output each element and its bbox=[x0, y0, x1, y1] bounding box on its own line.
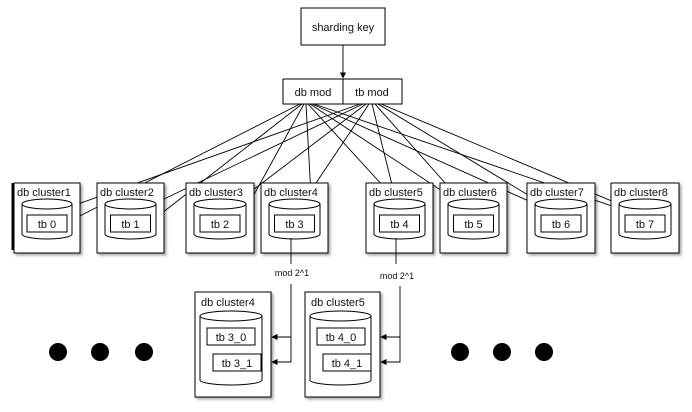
cluster-node-3: db cluster3 tb 2 bbox=[185, 182, 255, 254]
table-box bbox=[322, 353, 372, 372]
db-mod-box bbox=[282, 78, 344, 105]
table-label: tb 3_0 bbox=[216, 332, 247, 344]
table-label: tb 4 bbox=[390, 219, 408, 231]
fanout-edge bbox=[313, 103, 664, 225]
table-label: tb 7 bbox=[636, 219, 654, 231]
cluster-name: db cluster3 bbox=[189, 187, 243, 199]
table-box bbox=[453, 214, 494, 233]
table-label: tb 6 bbox=[552, 219, 570, 231]
table-label: tb 0 bbox=[38, 219, 56, 231]
cluster-name: db cluster2 bbox=[100, 187, 154, 199]
table-box bbox=[540, 214, 582, 233]
cluster-name: db cluster8 bbox=[614, 187, 668, 199]
fanout-edge bbox=[129, 103, 364, 216]
mod-split-left: mod 2^1 bbox=[271, 238, 309, 366]
cluster-name: db cluster7 bbox=[530, 187, 584, 199]
cluster-name: db cluster4 bbox=[201, 297, 255, 309]
table-label: tb 3_1 bbox=[222, 358, 253, 370]
ellipsis-dot bbox=[451, 343, 469, 361]
table-box bbox=[206, 327, 256, 346]
ellipsis-dot bbox=[535, 343, 553, 361]
split-cluster-node-1: db cluster4 tb 3_0tb 3_1 bbox=[194, 291, 272, 398]
table-box bbox=[316, 327, 366, 346]
mod-split-right: mod 2^1 bbox=[380, 238, 414, 366]
tb-mod-box bbox=[342, 78, 403, 105]
mod-node: db mod tb mod bbox=[282, 78, 403, 105]
table-label: tb 5 bbox=[464, 219, 482, 231]
table-label: tb 1 bbox=[121, 219, 139, 231]
cluster-name: db cluster6 bbox=[443, 187, 497, 199]
ellipsis-dot bbox=[493, 343, 511, 361]
ellipsis-dot bbox=[91, 343, 109, 361]
cluster-node-5: db cluster5 tb 4 bbox=[365, 182, 434, 254]
cluster-name: db cluster5 bbox=[311, 297, 365, 309]
mod-label-right: mod 2^1 bbox=[380, 271, 414, 281]
fanout-edge bbox=[380, 103, 646, 216]
ellipsis-left bbox=[49, 343, 153, 361]
table-label: tb 4_0 bbox=[326, 332, 357, 344]
cluster-node-8: db cluster8 tb 7 bbox=[610, 182, 680, 254]
table-box bbox=[379, 214, 420, 233]
cluster-node-1: db cluster1 tb 0 bbox=[13, 182, 81, 254]
fanout-edge bbox=[148, 103, 303, 224]
cluster-name: db cluster1 bbox=[17, 187, 71, 199]
table-label: tb 3 bbox=[285, 219, 303, 231]
table-label: tb 2 bbox=[211, 219, 229, 231]
sharding-key-node: sharding key bbox=[300, 7, 386, 46]
table-box bbox=[274, 214, 315, 233]
cluster-node-4: db cluster4 tb 3 bbox=[260, 182, 329, 254]
cluster-node-6: db cluster6 tb 5 bbox=[439, 182, 508, 254]
sharding-key-label: sharding key bbox=[312, 22, 375, 34]
tb-mod-label: tb mod bbox=[355, 87, 389, 99]
split-cluster-node-2: db cluster5 tb 4_0tb 4_1 bbox=[304, 291, 381, 398]
ellipsis-right bbox=[451, 343, 553, 361]
cluster-node-2: db cluster2 tb 1 bbox=[96, 182, 165, 254]
ellipsis-dot bbox=[49, 343, 67, 361]
table-box bbox=[212, 353, 262, 372]
table-label: tb 4_1 bbox=[332, 358, 363, 370]
split-cluster-row: db cluster4 tb 3_0tb 3_1 db cluster5 tb 4_0… bbox=[194, 291, 381, 398]
table-box bbox=[199, 214, 241, 233]
db-cylinder-icon bbox=[199, 310, 263, 386]
ellipsis-dot bbox=[135, 343, 153, 361]
db-mod-label: db mod bbox=[295, 87, 332, 99]
cluster-name: db cluster5 bbox=[369, 187, 423, 199]
cluster-name: db cluster4 bbox=[264, 187, 318, 199]
ellipsis-dots bbox=[49, 343, 553, 361]
mod-label-left: mod 2^1 bbox=[275, 268, 309, 278]
table-box bbox=[624, 214, 666, 233]
table-box bbox=[110, 214, 151, 233]
cluster-node-7: db cluster7 tb 6 bbox=[526, 182, 596, 254]
table-box bbox=[26, 214, 68, 233]
db-cylinder-icon bbox=[309, 310, 372, 386]
